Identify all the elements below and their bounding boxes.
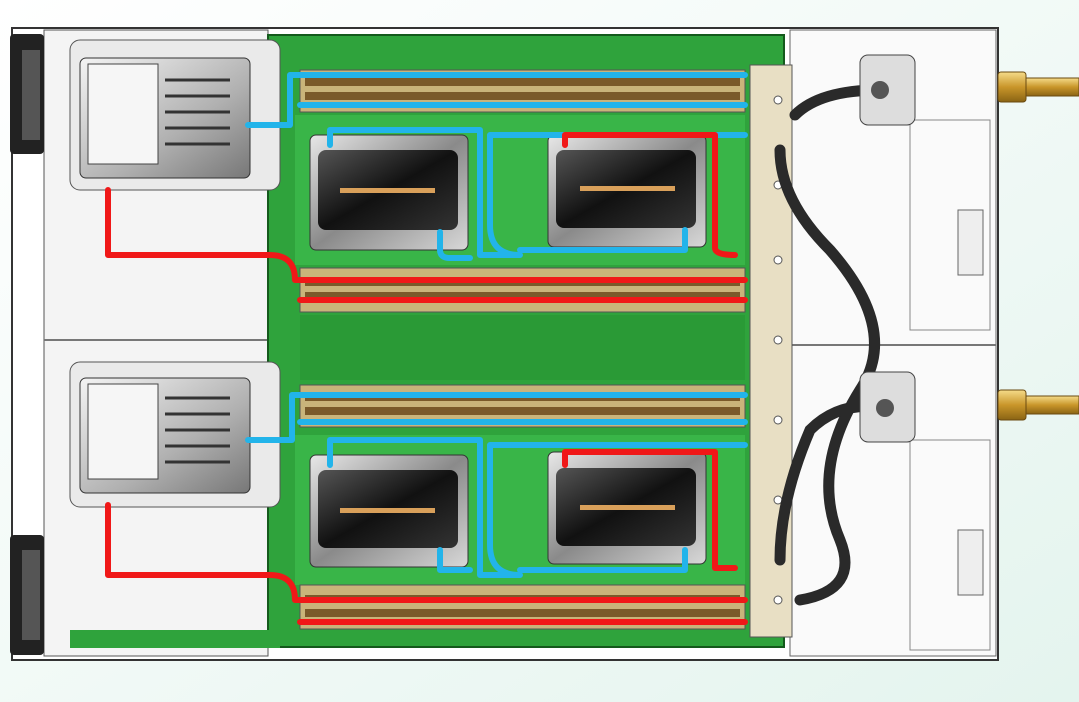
dimm-bank-2	[299, 267, 746, 313]
chassis-handle-bottom[interactable]	[10, 535, 44, 655]
board-divider	[300, 315, 745, 380]
brass-coolant-connector-bottom[interactable]	[997, 389, 1079, 421]
fitting-bottom	[859, 371, 916, 443]
cpu-cold-plate-2	[547, 134, 707, 248]
coolant-pipes-cold	[245, 72, 748, 578]
board-extension	[70, 630, 280, 648]
pump-top	[69, 39, 281, 191]
coolant-pipes-hot	[105, 132, 748, 625]
fitting-top	[859, 54, 916, 126]
manifold-rail	[749, 64, 793, 638]
cpu-cold-plate-1	[309, 134, 469, 251]
brass-coolant-connector-top[interactable]	[997, 71, 1079, 103]
cpu-cold-plate-3	[309, 454, 469, 568]
chassis-handle-top[interactable]	[10, 34, 44, 154]
pump-bottom	[69, 361, 281, 508]
cpu-cold-plate-4	[547, 451, 707, 565]
